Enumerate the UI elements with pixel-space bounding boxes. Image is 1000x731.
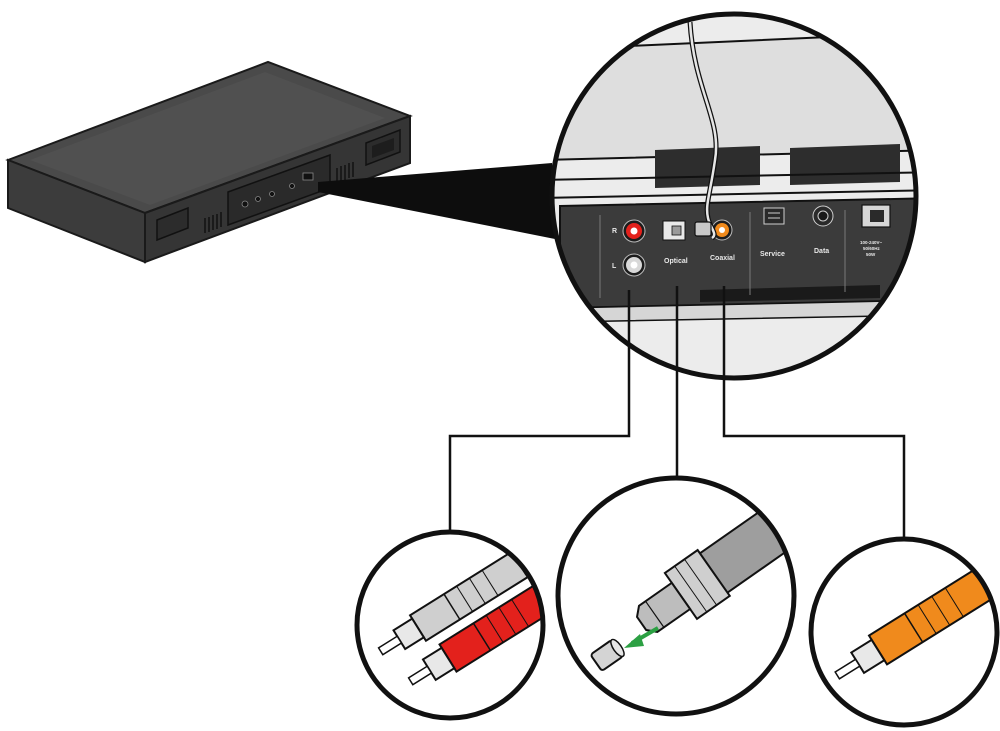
- remove-cap-arrow: [624, 626, 659, 648]
- power-port: [861, 204, 891, 228]
- optical-dust-cap: [590, 638, 625, 671]
- rca-cable-callout: [354, 529, 546, 721]
- zoom-beam: [318, 163, 560, 240]
- data-port: [812, 205, 834, 227]
- label-left: L: [612, 263, 617, 270]
- label-power-2: 50/60Hz: [863, 246, 881, 251]
- leader-coaxial: [722, 286, 906, 540]
- label-data: Data: [814, 248, 829, 255]
- rca-right-jack: [622, 219, 646, 243]
- label-right: R: [612, 228, 617, 235]
- device-vents: [204, 162, 354, 233]
- coaxial-port: [711, 219, 733, 241]
- coaxial-cable-callout: [808, 536, 1000, 728]
- label-optical: Optical: [664, 258, 688, 265]
- label-power-3: 50W: [866, 252, 876, 257]
- leader-lines: [448, 286, 906, 540]
- rca-left-jack: [622, 253, 646, 277]
- magnified-panel: R L Optical Coaxial Service Data 100-240…: [549, 11, 919, 381]
- optical-cable-callout: [555, 475, 797, 717]
- service-port: [763, 207, 785, 225]
- console-device: [5, 60, 413, 264]
- label-coaxial: Coaxial: [710, 255, 735, 262]
- optical-port: [662, 220, 686, 241]
- label-service: Service: [760, 251, 785, 258]
- leader-rca: [448, 290, 631, 533]
- label-power-1: 100-240V~: [860, 240, 883, 245]
